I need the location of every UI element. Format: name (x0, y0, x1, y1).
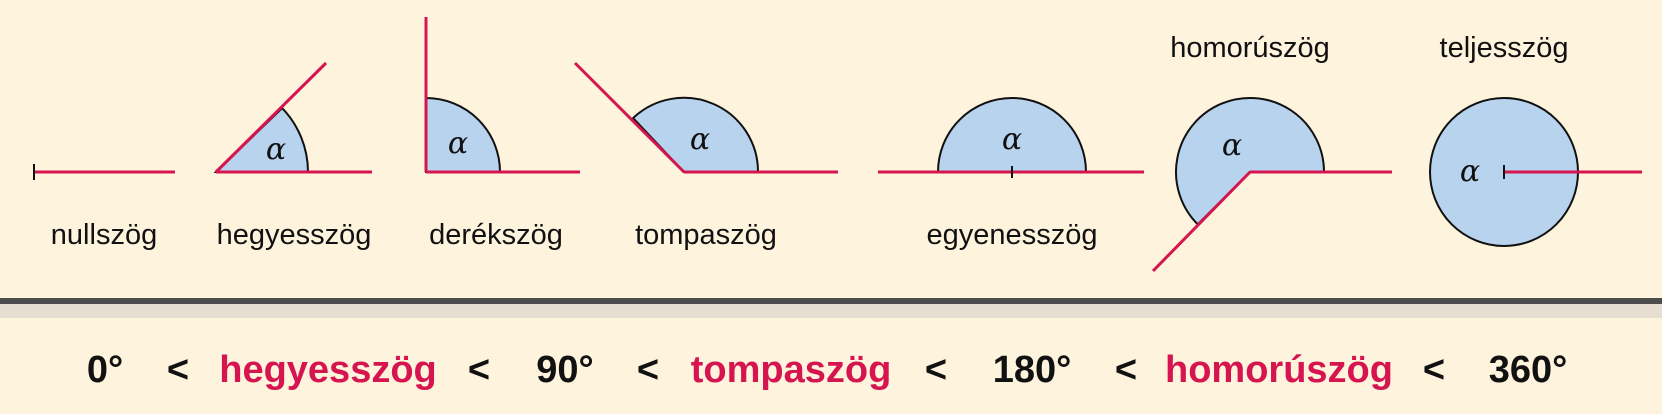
obtuse-angle-figure: α (573, 61, 838, 174)
reflex-angle-label: homorúszög (1170, 32, 1330, 64)
scale-term-reflex: homorúszög (1165, 349, 1393, 391)
reflex-angle-sector (1175, 97, 1326, 226)
obtuse-angle-sector (631, 96, 760, 173)
full-angle-alpha-symbol: α (1460, 154, 1480, 189)
obtuse-angle-alpha-symbol: α (690, 122, 710, 157)
scale-less-than-6: < (1423, 349, 1445, 391)
divider-line (0, 298, 1662, 304)
right-angle-label: derékszög (429, 219, 563, 251)
scale-value-360: 360° (1489, 349, 1568, 391)
acute-angle-alpha-symbol: α (266, 132, 286, 167)
reflex-angle-alpha-symbol: α (1222, 128, 1242, 163)
acute-angle-label: hegyesszög (217, 219, 372, 251)
right-angle-alpha-symbol: α (448, 126, 468, 161)
straight-angle-sector (936, 97, 1088, 173)
full-angle-label: teljesszög (1440, 32, 1569, 64)
scale-less-than-2: < (468, 349, 490, 391)
right-angle-sector (425, 96, 502, 173)
scale-less-than-3: < (637, 349, 659, 391)
right-angle-figure: α (424, 17, 580, 174)
straight-angle-figure: α (878, 97, 1144, 178)
scale-less-than-4: < (925, 349, 947, 391)
full-angle-figure: α (1429, 97, 1642, 247)
zero-angle-label: nullszög (51, 219, 157, 251)
lower-panel (0, 318, 1662, 414)
scale-term-obtuse: tompaszög (691, 349, 892, 391)
divider-shadow (0, 304, 1662, 318)
scale-value-0: 0° (87, 349, 123, 391)
zero-angle-figure (33, 164, 175, 180)
obtuse-angle-ray-2 (573, 61, 686, 174)
obtuse-angle-label: tompaszög (635, 219, 777, 251)
scale-less-than-5: < (1115, 349, 1137, 391)
scale-term-acute: hegyesszög (219, 349, 437, 391)
acute-angle-figure: α (213, 61, 372, 174)
scale-less-than-1: < (167, 349, 189, 391)
scale-value-90: 90° (536, 349, 593, 391)
straight-angle-alpha-symbol: α (1002, 122, 1022, 157)
reflex-angle-figure: α (1151, 97, 1392, 273)
straight-angle-label: egyenesszög (927, 219, 1098, 251)
scale-value-180: 180° (993, 349, 1072, 391)
acute-angle-ray-2 (214, 61, 328, 174)
angle-size-scale: 0° < hegyesszög < 90° < tompaszög < 180°… (87, 349, 1567, 391)
reflex-angle-ray-2 (1151, 170, 1252, 273)
